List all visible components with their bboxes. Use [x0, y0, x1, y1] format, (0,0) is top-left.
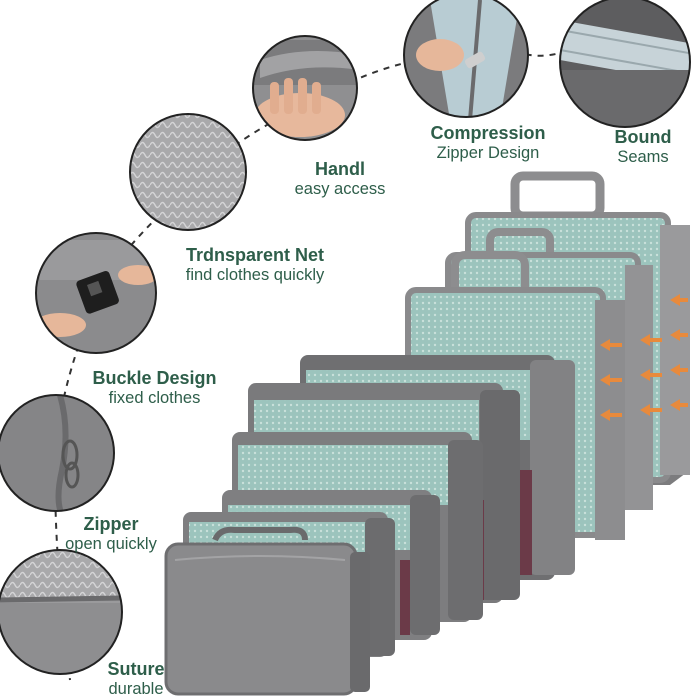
handle-detail-icon [252, 35, 358, 141]
zipper-detail-icon [0, 394, 115, 512]
bound-seam-detail-icon [559, 0, 691, 128]
feature-title: Suture [107, 659, 165, 679]
feature-title: Zipper [83, 514, 139, 534]
feature-title: Compression [430, 123, 546, 143]
feature-subtitle: Seams [617, 147, 669, 166]
net-detail-icon [129, 113, 247, 231]
feature-subtitle: Zipper Design [436, 143, 540, 162]
compression-arrows [600, 294, 688, 421]
buckle-detail-icon [35, 232, 157, 354]
feature-buckle: Buckle Design fixed clothes [82, 369, 227, 407]
feature-suture: Suture durable [96, 660, 176, 698]
feature-subtitle: fixed clothes [108, 388, 201, 407]
feature-subtitle: find clothes quickly [185, 265, 325, 284]
feature-net: Trdnsparent Net find clothes quickly [165, 246, 345, 284]
feature-handle: Handl easy access [275, 160, 405, 198]
compression-zipper-detail-icon [403, 0, 529, 118]
feature-compression: Compression Zipper Design [418, 124, 558, 162]
feature-zipper: Zipper open quickly [50, 515, 172, 553]
feature-subtitle: easy access [294, 179, 386, 198]
bag-front [164, 526, 370, 696]
feature-subtitle: open quickly [65, 534, 157, 553]
suture-detail-icon [0, 549, 123, 675]
packing-cubes [164, 171, 690, 696]
feature-title: Bound [614, 127, 672, 147]
feature-title: Handl [314, 159, 365, 179]
feature-subtitle: durable [108, 679, 164, 698]
feature-title: Trdnsparent Net [185, 245, 325, 265]
feature-bound: Bound Seams [598, 128, 688, 166]
feature-title: Buckle Design [92, 368, 217, 388]
